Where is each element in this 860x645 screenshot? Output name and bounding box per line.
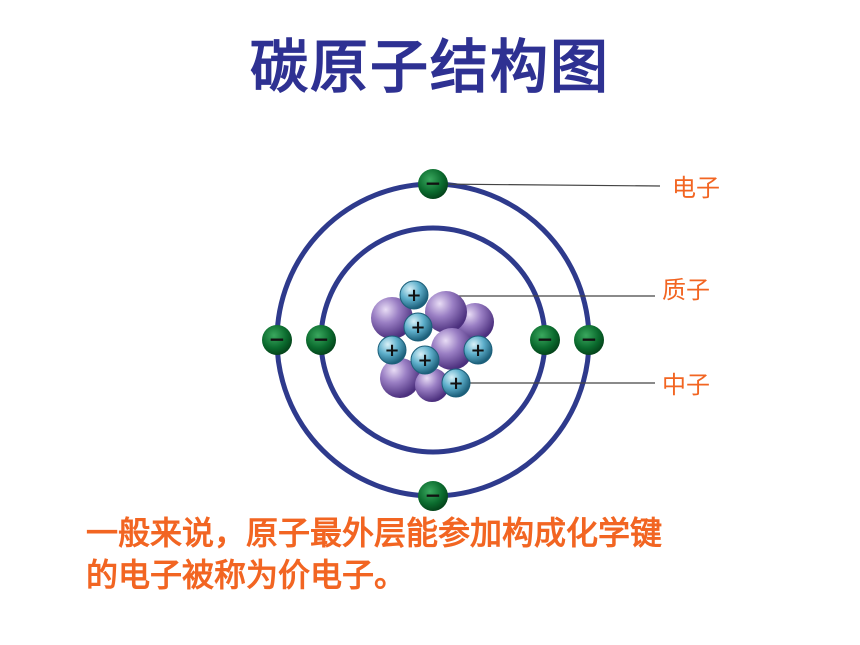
proton-icon: + [399,280,429,310]
electron-icon: − [418,169,448,199]
svg-text:+: + [384,340,399,361]
nucleus: + + + + + + [371,280,494,402]
svg-text:+: + [448,373,463,394]
neutron-icon [371,297,413,339]
neutron-icon [425,291,467,333]
neutron-icon [415,368,449,402]
description-line-2: 的电子被称为价电子。 [86,556,407,594]
svg-text:+: + [406,285,421,306]
neutron-icon [380,358,420,398]
electron-icon: − [418,481,448,511]
svg-text:+: + [470,340,485,361]
svg-text:−: − [269,327,286,351]
description-text: 一般来说，原子最外层能参加构成化学键 的电子被称为价电子。 [86,512,806,596]
svg-text:−: − [581,327,598,351]
svg-text:+: + [410,317,425,338]
svg-text:−: − [537,327,554,351]
electron-label: 电子 [672,174,720,202]
neutron-label: 中子 [662,371,710,399]
proton-icon: + [410,345,440,375]
proton-icon: + [377,335,407,365]
electron-leader-line [432,183,661,187]
svg-text:−: − [425,483,442,507]
svg-text:−: − [313,327,330,351]
electron-icon: − [262,325,292,355]
page-title: 碳原子结构图 [249,33,610,101]
proton-label: 质子 [662,276,710,304]
proton-icon: + [441,368,471,398]
electron-icon: − [306,325,336,355]
electron-icon: − [574,325,604,355]
proton-icon: + [463,335,493,365]
svg-text:−: − [425,171,442,195]
proton-icon: + [403,312,433,342]
electron-icon: − [530,325,560,355]
svg-text:+: + [417,350,432,371]
description-line-1: 一般来说，原子最外层能参加构成化学键 [86,514,663,552]
inner-orbit [318,225,548,455]
neutron-icon [431,328,473,370]
